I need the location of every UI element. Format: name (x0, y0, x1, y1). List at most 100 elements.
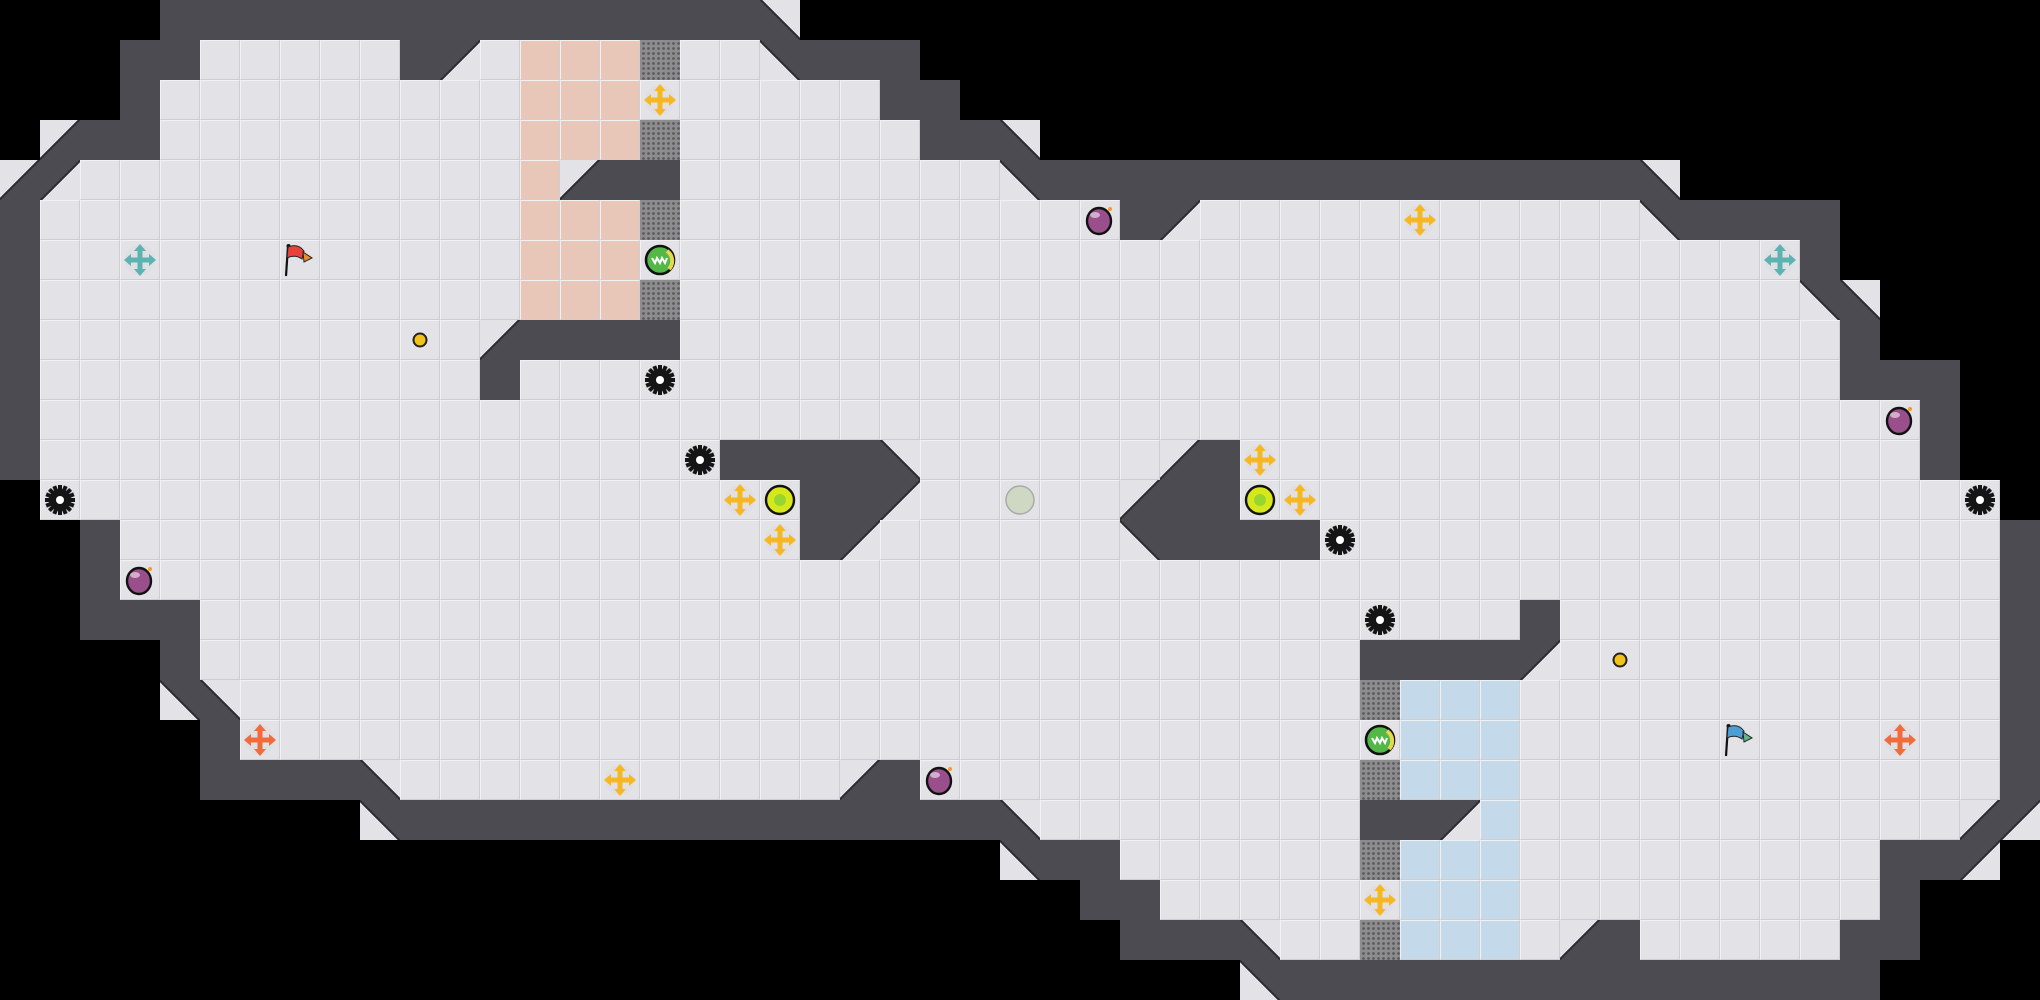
floor-tile (440, 360, 480, 400)
floor-tile (280, 320, 320, 360)
floor-tile (1240, 360, 1280, 400)
floor-tile (800, 680, 840, 720)
floor-tile (920, 360, 960, 400)
floor-tile (680, 320, 720, 360)
floor-tile (400, 80, 440, 120)
bomb-icon (1880, 400, 1920, 440)
floor-tile (1040, 800, 1080, 840)
floor-tile (80, 200, 120, 240)
floor-tile (1680, 680, 1720, 720)
wall-tile (1120, 920, 1160, 960)
wall-tile (1920, 840, 1960, 880)
wall-tile (1760, 960, 1800, 1000)
floor-tile (880, 680, 920, 720)
wall-tile (1520, 160, 1560, 200)
floor-tile (280, 360, 320, 400)
floor-tile (1600, 320, 1640, 360)
floor-tile (1680, 720, 1720, 760)
floor-tile (1080, 560, 1120, 600)
wall-tile (1600, 160, 1640, 200)
gate-tile (640, 280, 680, 320)
floor-tile (1240, 600, 1280, 640)
floor-tile (840, 160, 880, 200)
floor-tile (880, 400, 920, 440)
floor-tile (1160, 800, 1200, 840)
floor-tile (360, 320, 400, 360)
floor-tile (440, 240, 480, 280)
floor-tile (240, 360, 280, 400)
floor-tile (1440, 600, 1480, 640)
floor-tile (1800, 800, 1840, 840)
floor-tile (1000, 720, 1040, 760)
floor-tile (1760, 480, 1800, 520)
wall-tile (0, 360, 40, 400)
floor-tile (360, 520, 400, 560)
floor-tile (1000, 680, 1040, 720)
wall-tile (1360, 160, 1400, 200)
floor-tile (1640, 640, 1680, 680)
floor-tile (1040, 560, 1080, 600)
floor-tile (1280, 640, 1320, 680)
floor-tile (680, 480, 720, 520)
floor-tile (960, 600, 1000, 640)
floor-tile (880, 360, 920, 400)
floor-tile (1520, 880, 1560, 920)
floor-tile (1080, 640, 1120, 680)
floor-tile (1840, 400, 1880, 440)
teal-booster-icon (1760, 240, 1800, 280)
floor-tile (840, 280, 880, 320)
floor-tile (1680, 760, 1720, 800)
gate-tile (640, 120, 680, 160)
wall-tile (1360, 640, 1400, 680)
wall-tile (1080, 840, 1120, 880)
floor-tile (1560, 840, 1600, 880)
floor-tile (560, 720, 600, 760)
wall-tile (720, 0, 760, 40)
floor-tile (1560, 200, 1600, 240)
diagonal-wall-tile (160, 680, 200, 720)
floor-tile (1880, 560, 1920, 600)
gate-tile (1360, 920, 1400, 960)
floor-tile (1320, 360, 1360, 400)
floor-tile (200, 160, 240, 200)
wall-tile (720, 440, 760, 480)
floor-tile (1160, 400, 1200, 440)
floor-tile (1000, 400, 1040, 440)
floor-tile (1680, 560, 1720, 600)
gate-tile (1360, 680, 1400, 720)
floor-tile (1000, 320, 1040, 360)
diagonal-wall-tile (840, 760, 880, 800)
bomb-icon (1080, 200, 1120, 240)
floor-tile (1800, 480, 1840, 520)
floor-tile (1480, 240, 1520, 280)
floor-tile (1960, 520, 2000, 560)
floor-tile (1200, 880, 1240, 920)
floor-tile (1280, 720, 1320, 760)
wall-tile (1720, 200, 1760, 240)
yellow-booster-icon (1280, 480, 1320, 520)
wall-tile (1800, 200, 1840, 240)
blue-endzone-tile (1480, 760, 1520, 800)
floor-tile (1320, 760, 1360, 800)
floor-tile (40, 240, 80, 280)
floor-tile (200, 560, 240, 600)
floor-tile (680, 680, 720, 720)
blue-endzone-tile (1400, 880, 1440, 920)
floor-tile (760, 640, 800, 680)
floor-tile (1800, 360, 1840, 400)
floor-tile (480, 560, 520, 600)
floor-tile (1720, 280, 1760, 320)
orange-booster-icon (240, 720, 280, 760)
floor-tile (1240, 720, 1280, 760)
blue-endzone-tile (1400, 920, 1440, 960)
floor-tile (880, 600, 920, 640)
diagonal-wall-tile (480, 320, 520, 360)
floor-tile (720, 520, 760, 560)
floor-tile (480, 240, 520, 280)
floor-tile (40, 400, 80, 440)
diagonal-wall-tile (1000, 800, 1040, 840)
floor-tile (920, 520, 960, 560)
floor-tile (1720, 440, 1760, 480)
floor-tile (480, 600, 520, 640)
floor-tile (1960, 600, 2000, 640)
